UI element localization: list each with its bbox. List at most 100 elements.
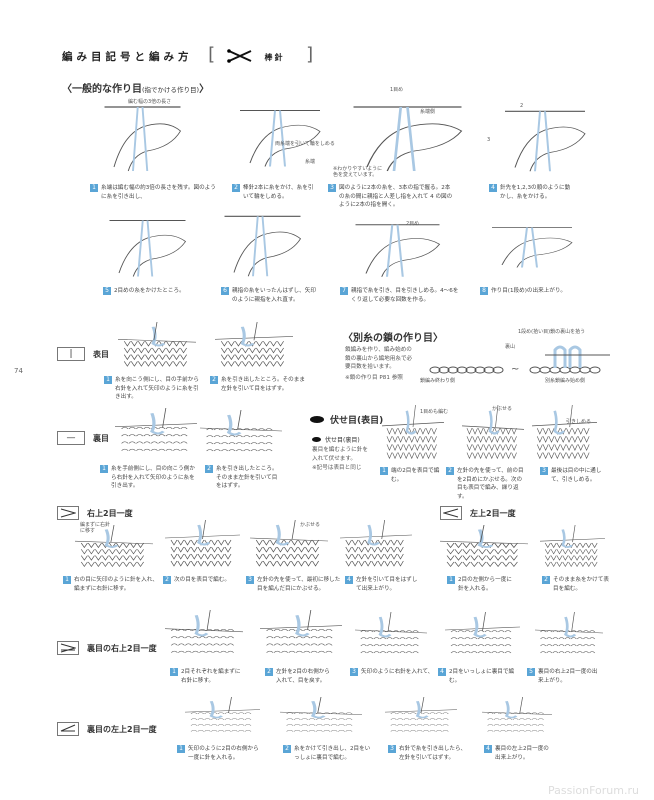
annotation: 両糸端を引いて輪をしめる bbox=[275, 141, 335, 147]
illustration-k2tog-2 bbox=[540, 525, 605, 570]
ssk-label: 右上2目一度 bbox=[57, 506, 133, 520]
step-text: 次の目を表目で編む。 bbox=[174, 577, 230, 583]
label-text: 裏目の左上2目一度 bbox=[87, 724, 157, 734]
crossed-needles-icon bbox=[227, 48, 253, 66]
step-number: 3 bbox=[540, 467, 548, 475]
step-number: 4 bbox=[345, 576, 353, 584]
step-text: 矢印のように右針を入れて、 bbox=[361, 669, 434, 675]
annotation: ※わかりやすいように色を変えています。 bbox=[333, 166, 383, 178]
step-text: 右の目に矢印のように針を入れ、編まずに右針に移す。 bbox=[74, 577, 158, 592]
provisional-heading: 〈別糸の鎖の作り目〉 bbox=[343, 333, 443, 344]
illustration-purl-ssk-4 bbox=[445, 612, 520, 662]
svg-text:~: ~ bbox=[511, 364, 519, 375]
step-text: 作り目(1段め)の出来上がり。 bbox=[491, 288, 566, 294]
label-text: 裏目の右上2目一度 bbox=[87, 643, 157, 653]
heading-text: 〈一般的な作り目 bbox=[62, 84, 142, 95]
step-text: 糸を引き出したところ。そのまま左針を引いて目をはずす。 bbox=[216, 466, 278, 489]
annotation: 2 bbox=[520, 103, 524, 109]
heading-note: (指でかける作り目) bbox=[142, 86, 200, 94]
step-text: そのまま糸をかけて表目を編む。 bbox=[553, 577, 609, 592]
illustration-cast-on-3 bbox=[340, 95, 475, 175]
step-text: 針先を1,2,3の順のように動かし、糸をかける。 bbox=[500, 185, 571, 200]
step-number: 1 bbox=[63, 576, 71, 584]
illustration-knit-1 bbox=[118, 322, 196, 370]
page-title: 編み目記号と編み方 [ 棒針 ] bbox=[62, 44, 313, 66]
step-number: 8 bbox=[480, 287, 488, 295]
label-text: 裏目 bbox=[93, 433, 109, 443]
illustration-ssk-1 bbox=[75, 525, 153, 570]
bind-off-heading: 伏せ目(表目) bbox=[310, 413, 383, 426]
illustration-purl-k2tog-3 bbox=[385, 697, 457, 739]
page-number: 74 bbox=[14, 367, 23, 375]
annotation: 糸端側 bbox=[420, 109, 436, 115]
annotation: 2目め bbox=[406, 221, 420, 227]
provisional-ref: ※鎖の作り目 P81 参照 bbox=[345, 375, 403, 381]
step-text: 左針を2目の右側から入れて、目を戻す。 bbox=[276, 669, 330, 684]
illustration-cast-on-2 bbox=[230, 100, 330, 170]
annotation: 裏山 bbox=[505, 344, 516, 350]
illustration-cast-on-5 bbox=[100, 210, 195, 280]
step-text: 左針を引いて目をはずして出来上がり。 bbox=[356, 577, 418, 592]
step-text: 糸端は編む幅の約3倍の長さを残す。図のように糸を引き出し、 bbox=[101, 185, 216, 200]
step-number: 1 bbox=[170, 668, 178, 676]
step-text: 裏目の左上2目一度の出来上がり。 bbox=[495, 746, 549, 761]
label-text: 伏せ目(裏目) bbox=[325, 437, 360, 444]
step-text: 糸を引き出したところ。そのまま左針を引いて目をはずす。 bbox=[221, 377, 305, 392]
step-number: 2 bbox=[542, 576, 550, 584]
illustration-purl-k2tog-4 bbox=[482, 697, 552, 739]
illustration-purl-ssk-1 bbox=[165, 610, 243, 662]
bind-off-purl-symbol-icon bbox=[312, 437, 321, 442]
step-text: 左針の先を使って、前の目を2目めにかぶせる。次の目も表目で編み、繰り返す。 bbox=[457, 468, 524, 500]
step-text: 2目それぞれを編まずに右針に移す。 bbox=[181, 669, 241, 684]
illustration-bind-off-1 bbox=[382, 405, 444, 463]
purl-ssk-label: 裏目の右上2目一度 bbox=[57, 641, 157, 655]
step-text: 左針の先を使って、最初に移した目を編んだ目にかぶせる。 bbox=[257, 577, 341, 592]
illustration-cast-on-4 bbox=[495, 100, 595, 175]
step-number: 2 bbox=[205, 465, 213, 473]
annotation: 1段め(拾い目)鎖の裏山を拾う bbox=[518, 329, 586, 335]
annotation: 1目めも編む bbox=[420, 409, 449, 415]
step-number: 3 bbox=[350, 668, 358, 676]
illustration-purl-k2tog-2 bbox=[280, 697, 362, 739]
category-label: 棒針 bbox=[264, 53, 285, 62]
k2tog-symbol-icon bbox=[440, 506, 462, 520]
watermark: PassionForum.ru bbox=[548, 784, 639, 797]
annotation: 鎖編み終わり側 bbox=[420, 378, 456, 384]
cast-on-heading: 〈一般的な作り目(指でかける作り目)〉 bbox=[62, 80, 209, 95]
step-text: 親指の糸をいったんはずし、矢印のように親指を入れ直す。 bbox=[232, 288, 316, 303]
illustration-purl-1 bbox=[115, 408, 197, 460]
heading-end: 〉 bbox=[199, 84, 210, 95]
illustration-k2tog-1 bbox=[440, 525, 528, 570]
step-text: 裏目の右上2目一度の出来上がり。 bbox=[538, 669, 598, 684]
step-text: 棒針2本に糸をかけ、糸を引いて輪をしめる。 bbox=[243, 185, 314, 200]
step-text: 親指で糸を引き、目を引きしめる。4〜6をくり返して必要な回数を作る。 bbox=[351, 288, 459, 303]
provisional-desc: 鎖編みを作り、編み始めの鎖の裏山から編地用糸で必要目数を拾います。 bbox=[345, 347, 413, 370]
purl-ssk-symbol-icon bbox=[57, 641, 79, 655]
step-text: 糸をかけて引き出し、2目をいっしょに裏目で編む。 bbox=[294, 746, 371, 761]
step-number: 6 bbox=[221, 287, 229, 295]
label-text: 伏せ目(表目) bbox=[330, 416, 384, 426]
step-number: 2 bbox=[446, 467, 454, 475]
step-number: 2 bbox=[265, 668, 273, 676]
step-text: 最後は目の中に通して、引きしめる。 bbox=[551, 468, 602, 483]
annotation: かぶせる bbox=[492, 406, 513, 412]
k2tog-label: 左上2目一度 bbox=[440, 506, 516, 520]
illustration-purl-k2tog-1 bbox=[185, 697, 260, 739]
step-text: 2目めの糸をかけたところ。 bbox=[114, 288, 185, 294]
step-text: 糸を手前側にし、目の向こう側から右針を入れて矢印のように糸を引き出す。 bbox=[111, 466, 195, 489]
